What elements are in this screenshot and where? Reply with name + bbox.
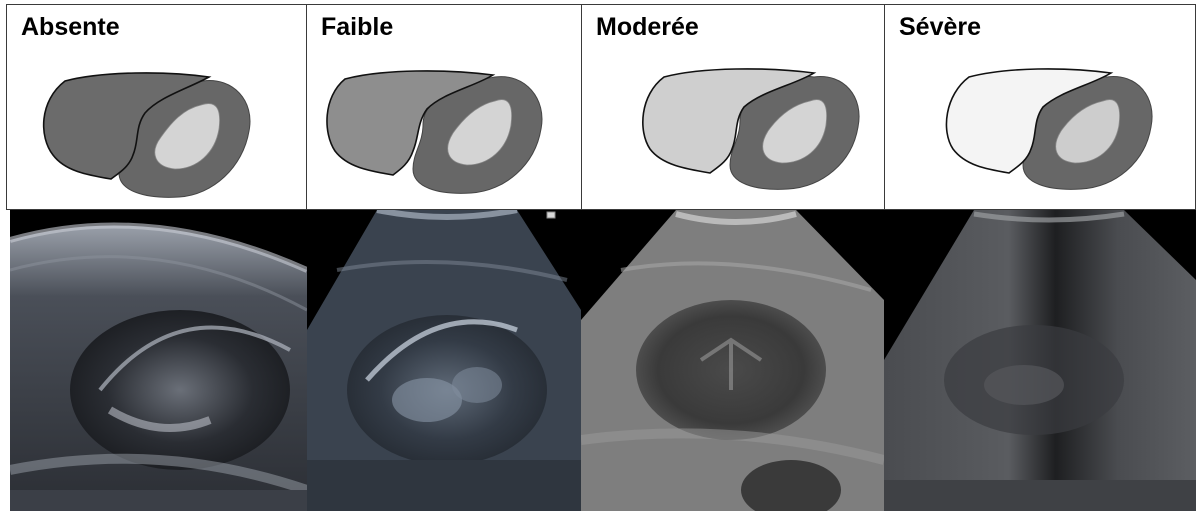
liver-kidney-schema-moderee bbox=[582, 5, 886, 211]
scale-marker-icon bbox=[547, 212, 555, 218]
grade-panel-moderee: Moderée bbox=[581, 4, 885, 210]
liver-kidney-schema-severe bbox=[885, 5, 1196, 211]
ultrasound-scan bbox=[10, 210, 307, 511]
ultrasound-image-moderee bbox=[581, 210, 884, 511]
grade-panel-faible: Faible bbox=[306, 4, 582, 210]
grade-panel-absente: Absente bbox=[6, 4, 307, 210]
ultrasound-image-absente bbox=[10, 210, 307, 511]
liver-kidney-schema-absente bbox=[7, 5, 308, 211]
ultrasound-scan bbox=[884, 210, 1196, 511]
ultrasound-image-severe bbox=[884, 210, 1196, 511]
grade-panel-severe: Sévère bbox=[884, 4, 1196, 210]
ultrasound-image-faible bbox=[307, 210, 581, 511]
ultrasound-scan bbox=[581, 210, 884, 511]
ultrasound-scan bbox=[307, 210, 581, 511]
liver-kidney-schema-faible bbox=[307, 5, 583, 211]
